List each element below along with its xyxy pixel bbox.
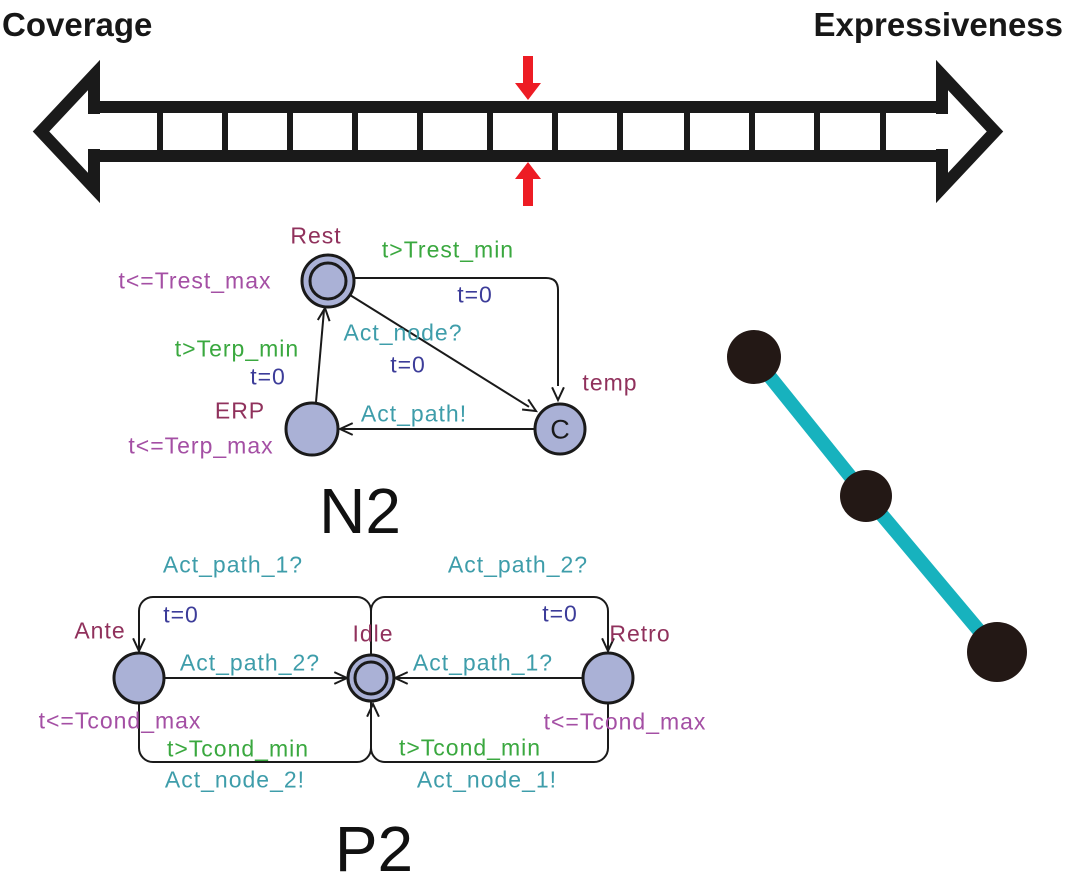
- n2-guard-terp-min: t>Terp_min: [174, 335, 300, 362]
- p2-sync-act-node-2: Act_node_2!: [164, 766, 306, 793]
- p2-retro-name: Retro: [609, 620, 671, 647]
- left-head-gap: [86, 114, 102, 149]
- coverage-label: Coverage: [2, 6, 153, 43]
- p2-ante-name: Ante: [74, 617, 126, 644]
- arrowhead-icon: [337, 422, 354, 436]
- arrowhead-icon: [601, 637, 615, 654]
- n2-state-erp: [284, 401, 340, 457]
- arrowhead-icon: [132, 637, 146, 654]
- p2-sync-act-path-1-mid: Act_path_1?: [412, 649, 554, 676]
- n2-title: N2: [319, 475, 401, 547]
- n2-sync-act-path: Act_path!: [360, 400, 468, 427]
- p2-state-idle-inner-ring: [353, 660, 389, 696]
- p2-title: P2: [334, 813, 414, 885]
- p2-sync-act-path-2-mid: Act_path_2?: [179, 649, 321, 676]
- n2-erp-name: ERP: [214, 397, 266, 424]
- p2-state-retro: [581, 651, 635, 705]
- n2-edge-rest-temp-diagonal: [350, 294, 530, 408]
- p2-update-t0-right: t=0: [542, 600, 578, 627]
- p2-ante-invariant: t<=Tcond_max: [38, 707, 202, 734]
- right-head-gap: [934, 114, 950, 149]
- arrowhead-icon: [551, 386, 565, 403]
- n2-update-t0-left: t=0: [250, 363, 286, 390]
- p2-idle-name: Idle: [352, 620, 394, 647]
- arrowhead-icon: [521, 398, 539, 413]
- expressiveness-label: Expressiveness: [813, 6, 1063, 43]
- n2-committed-mark: C: [550, 414, 570, 445]
- p2-sync-act-node-1: Act_node_1!: [416, 766, 558, 793]
- graph-edge: [748, 352, 872, 501]
- path-graph: [727, 330, 1027, 682]
- p2-sync-act-path-1-top: Act_path_1?: [162, 551, 304, 578]
- p2-guard-tcond-min-left: t>Tcond_min: [166, 735, 310, 762]
- red-down-arrow-icon: [515, 56, 541, 100]
- p2-guard-tcond-min-right: t>Tcond_min: [398, 734, 542, 761]
- n2-temp-name: temp: [582, 369, 638, 396]
- ladder-top-bar: [88, 101, 948, 113]
- red-up-arrow-icon: [515, 162, 541, 206]
- graph-node: [967, 622, 1027, 682]
- p2-state-ante: [112, 651, 166, 705]
- ladder-bottom-bar: [88, 150, 948, 162]
- spectrum-arrow: [32, 56, 1004, 206]
- n2-erp-invariant: t<=Terp_max: [128, 432, 274, 459]
- n2-update-t0-right: t=0: [457, 281, 493, 308]
- arrowhead-icon: [366, 701, 380, 718]
- n2-sync-act-node: Act_node?: [343, 319, 463, 346]
- n2-rest-invariant: t<=Trest_max: [118, 267, 272, 294]
- graph-node: [840, 470, 892, 522]
- n2-state-temp: [533, 402, 587, 456]
- n2-state-rest-inner-ring: [308, 261, 348, 301]
- n2-automaton: [284, 253, 587, 457]
- n2-update-t0-diagonal: t=0: [390, 351, 426, 378]
- p2-retro-invariant: t<=Tcond_max: [543, 708, 707, 735]
- n2-edge-erp-rest: [315, 309, 325, 403]
- n2-guard-trest-min: t>Trest_min: [381, 236, 515, 263]
- graph-edge: [860, 491, 1003, 657]
- ladder-rungs: [157, 104, 886, 159]
- n2-rest-name: Rest: [290, 222, 342, 249]
- n2-edge-rest-temp-outer: [354, 277, 559, 386]
- graph-node: [727, 330, 781, 384]
- p2-update-t0-left: t=0: [163, 601, 199, 628]
- p2-sync-act-path-2-top: Act_path_2?: [447, 551, 589, 578]
- p2-automaton: [112, 596, 635, 763]
